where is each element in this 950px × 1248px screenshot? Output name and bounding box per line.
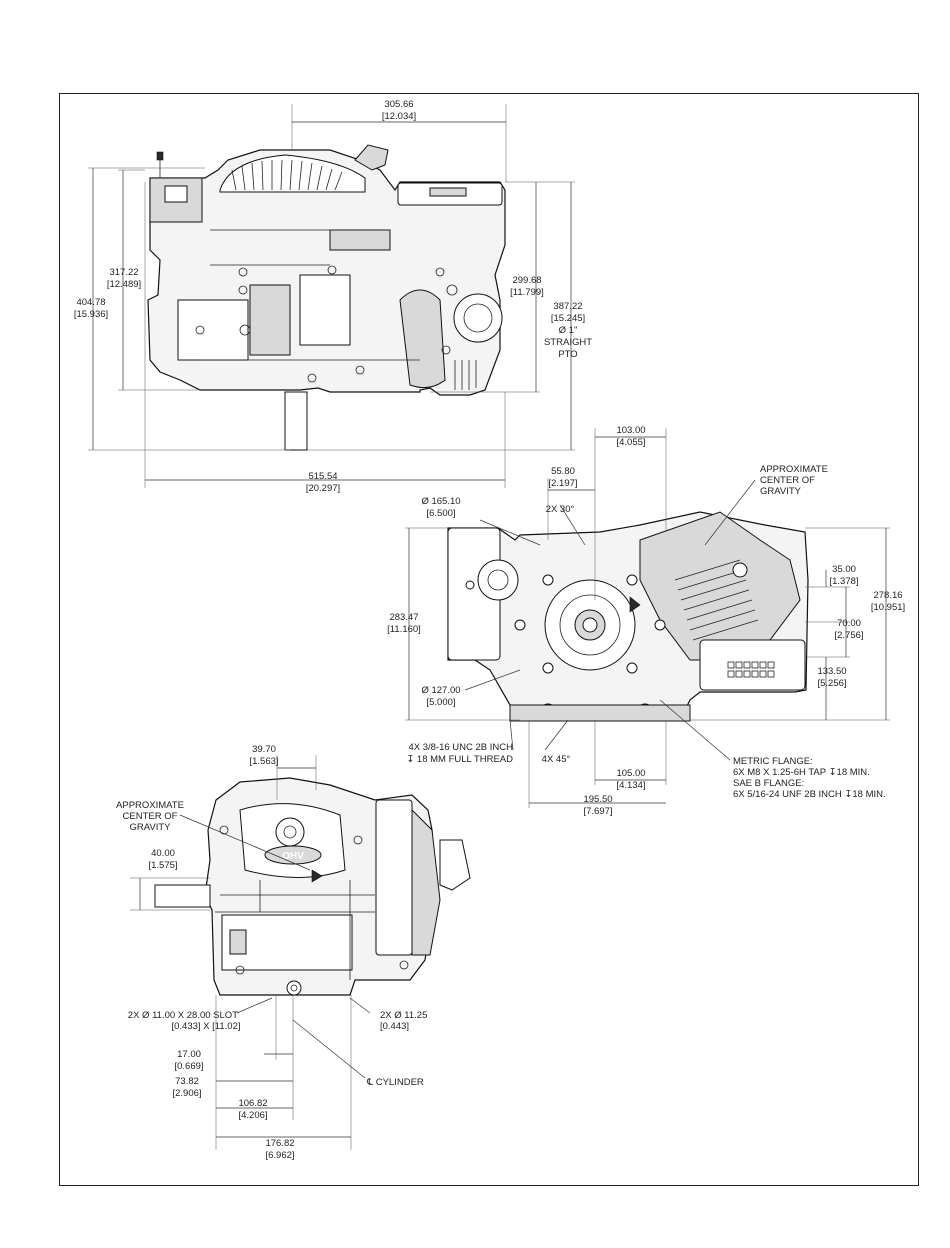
slot-note-line1: 2X Ø 11.00 X 28.00 SLOT <box>128 1010 238 1021</box>
front-top-b-in: [2.197] <box>548 478 577 489</box>
end-cog-line1: APPROXIMATE <box>116 800 184 811</box>
front-thread-note-line2: ↧ 18 MM FULL THREAD <box>406 754 513 765</box>
front-view-engine <box>447 511 809 722</box>
end-top-dim-in: [1.563] <box>249 756 278 767</box>
side-top-width-mm: 305.66 <box>384 99 413 110</box>
front-left-height-mm: 283.47 <box>389 612 418 623</box>
end-cog-line2: CENTER OF <box>123 811 178 822</box>
end-view-shaft <box>154 884 211 908</box>
side-left-outer-in: [15.936] <box>74 309 108 320</box>
front-cog-line1: APPROXIMATE <box>760 464 828 475</box>
front-bottom-b-mm: 195.50 <box>583 794 612 805</box>
front-left-height-in: [11.160] <box>387 624 421 635</box>
shaft-note-line1: Ø 1" <box>559 325 578 336</box>
slot-note-line2: [0.433] X [11.02] <box>171 1021 240 1032</box>
side-right-inner-in: [11.799] <box>510 287 544 298</box>
flange-note-line2: 6X M8 X 1.25-6H TAP ↧18 MIN. <box>733 767 870 778</box>
front-right-b-in: [2.756] <box>834 630 863 641</box>
front-right-c-mm: 133.50 <box>817 666 846 677</box>
front-top-b-mm: 55.80 <box>551 466 575 477</box>
flange-note-line3: SAE B FLANGE: <box>733 778 804 789</box>
end-dim-b-in: [2.906] <box>172 1088 201 1099</box>
cylinder-centerline-label: ℄ CYLINDER <box>366 1077 424 1088</box>
side-right-inner-mm: 299.68 <box>512 275 541 286</box>
end-dim-b-mm: 73.82 <box>175 1076 199 1087</box>
end-dim-a-mm: 17.00 <box>177 1049 201 1060</box>
front-view-dimensions <box>405 428 890 808</box>
end-shaft-dim-mm: 40.00 <box>151 848 175 859</box>
flange-note-line4: 6X 5/16-24 UNF 2B INCH ↧18 MIN. <box>733 789 886 800</box>
front-angle-top: 2X 30° <box>546 504 575 515</box>
end-view-dimensions <box>130 755 371 1150</box>
front-right-a-mm: 35.00 <box>832 564 856 575</box>
end-dim-d-in: [6.962] <box>265 1150 294 1161</box>
end-view: OHV <box>116 744 471 1161</box>
front-dia-top-in: [6.500] <box>426 508 455 519</box>
side-right-outer-mm: 387.22 <box>553 301 582 312</box>
side-bottom-width-mm: 515.54 <box>308 471 337 482</box>
end-shaft-dim-in: [1.575] <box>148 860 177 871</box>
front-dia-top-mm: Ø 165.10 <box>421 496 460 507</box>
end-dim-d-mm: 176.82 <box>265 1138 294 1149</box>
shaft-note-line2: STRAIGHT <box>544 337 592 348</box>
front-angle-bottom: 4X 45° <box>542 754 571 765</box>
front-right-b-mm: 70.00 <box>837 618 861 629</box>
front-bottom-a-in: [4.134] <box>616 780 645 791</box>
front-cog-line3: GRAVITY <box>760 486 802 497</box>
end-view-engine: OHV <box>154 777 471 996</box>
front-bottom-a-mm: 105.00 <box>616 768 645 779</box>
front-view: 103.00 [4.055] 55.80 [2.197] 2X 30° Ø 16… <box>387 425 905 817</box>
end-cog-line3: GRAVITY <box>130 822 172 833</box>
side-view-engine <box>147 144 506 451</box>
side-bottom-width-in: [20.297] <box>306 483 340 494</box>
end-dim-c-mm: 106.82 <box>238 1098 267 1109</box>
end-dim-a-in: [0.669] <box>174 1061 203 1072</box>
side-view: 305.66 [12.034] 317.22 [12.489] 404.78 [… <box>74 99 592 494</box>
flange-note-line1: METRIC FLANGE: <box>733 756 813 767</box>
side-left-inner-in: [12.489] <box>107 279 141 290</box>
side-left-inner-mm: 317.22 <box>109 267 138 278</box>
front-right-c-in: [5.256] <box>817 678 846 689</box>
side-left-outer-mm: 404.78 <box>76 297 105 308</box>
end-top-dim-mm: 39.70 <box>252 744 276 755</box>
side-view-dimensions <box>88 104 575 488</box>
front-dia-bottom-mm: Ø 127.00 <box>421 685 460 696</box>
side-top-width-in: [12.034] <box>382 111 416 122</box>
shaft-note-line3: PTO <box>558 349 577 360</box>
front-top-a-in: [4.055] <box>616 437 645 448</box>
front-top-a-mm: 103.00 <box>616 425 645 436</box>
front-thread-note-line1: 4X 3/8-16 UNC 2B INCH <box>408 742 513 753</box>
front-bottom-b-in: [7.697] <box>583 806 612 817</box>
front-right-height-mm: 278.16 <box>873 590 902 601</box>
side-right-outer-in: [15.245] <box>551 313 585 324</box>
hole-note-line2: [0.443] <box>380 1021 409 1032</box>
front-dia-bottom-in: [5.000] <box>426 697 455 708</box>
end-dim-c-in: [4.206] <box>238 1110 267 1121</box>
front-right-height-in: [10.951] <box>871 602 905 613</box>
front-cog-line2: CENTER OF <box>760 475 815 486</box>
side-view-shaft <box>284 391 308 451</box>
hole-note-line1: 2X Ø 11.25 <box>380 1010 427 1021</box>
drawing-border <box>59 93 919 1186</box>
front-right-a-in: [1.378] <box>829 576 858 587</box>
ohv-logo: OHV <box>282 851 304 862</box>
